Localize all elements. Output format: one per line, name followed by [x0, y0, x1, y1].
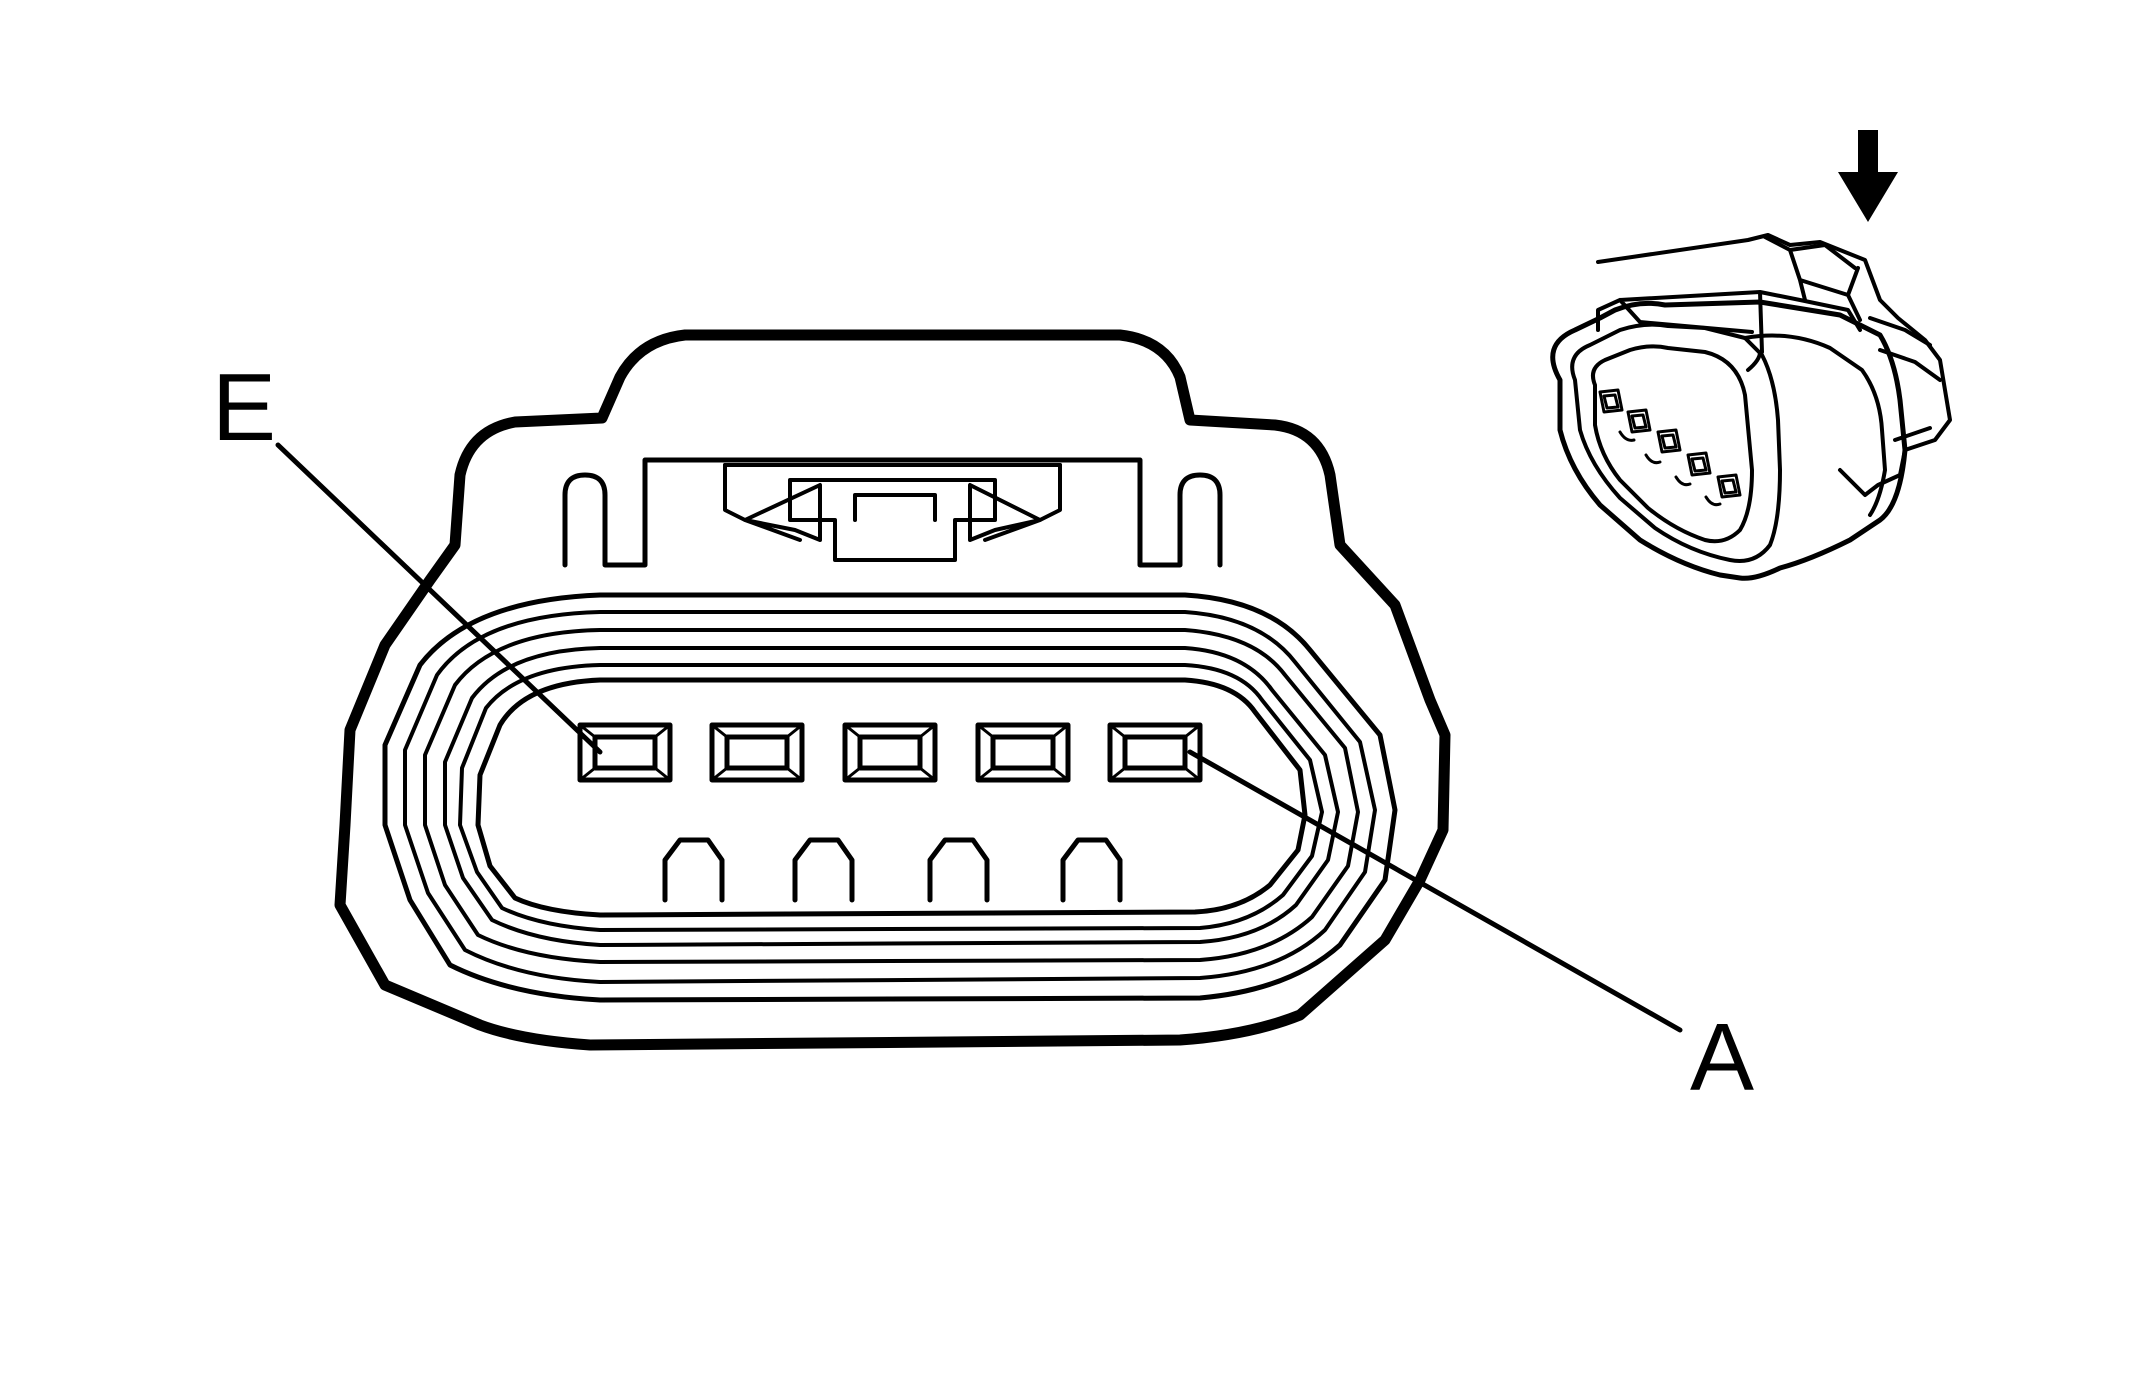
- inset-inner-cavity: [1591, 344, 1754, 544]
- inset-cavity-3: [1656, 428, 1682, 454]
- label-pin-a: A: [1690, 1004, 1754, 1111]
- inset-rear-body: [1596, 233, 1952, 497]
- inset-cavity-1: [1598, 388, 1624, 414]
- key-rib-1: [662, 837, 725, 903]
- inset-cavity-5: [1716, 473, 1742, 499]
- seal-ring-2: [403, 610, 1377, 984]
- seal-ring-3: [423, 628, 1360, 964]
- seal-ring-5: [458, 663, 1324, 932]
- terminal-cavities: [577, 722, 1203, 783]
- leader-line-a: [1187, 749, 1683, 1033]
- inset-front-rim: [1570, 322, 1782, 563]
- inset-key-ribs: [1618, 430, 1722, 507]
- key-rib-3: [927, 837, 990, 903]
- inset-cavity-4: [1686, 451, 1712, 477]
- terminal-cavity-e: [577, 722, 673, 783]
- leader-line-e: [275, 442, 603, 755]
- seal-ring-4: [443, 646, 1340, 947]
- terminal-cavity-c: [842, 722, 938, 783]
- inset-cavity-2: [1626, 408, 1652, 434]
- callouts: E A: [212, 354, 1754, 1111]
- connector-housing: [334, 329, 1451, 1051]
- inset-front-shell: [1550, 299, 1908, 581]
- locking-tab: [723, 463, 1062, 562]
- locking-wedge-right: [968, 463, 1062, 542]
- terminal-cavity-b: [975, 722, 1071, 783]
- inset-top-shroud: [1596, 290, 1862, 354]
- connector-inset: [1550, 130, 1952, 581]
- latch-frame: [562, 457, 1223, 568]
- inset-top-latch: [1763, 235, 1862, 322]
- locking-wedge: [723, 463, 822, 542]
- arrow-down-icon: [1838, 130, 1898, 222]
- terminal-cavity-d: [709, 722, 805, 783]
- terminal-cavity-a: [1107, 722, 1203, 783]
- seal-ring-1: [382, 592, 1398, 1003]
- cavity-face: [475, 677, 1308, 918]
- label-pin-e: E: [212, 354, 276, 461]
- inset-terminal-cavities: [1598, 388, 1742, 499]
- key-rib-2: [792, 837, 855, 903]
- housing-outer-outline: [334, 329, 1451, 1051]
- inset-shroud-side: [1743, 333, 1887, 517]
- key-rib-4: [1060, 837, 1123, 903]
- key-ribs: [662, 837, 1123, 903]
